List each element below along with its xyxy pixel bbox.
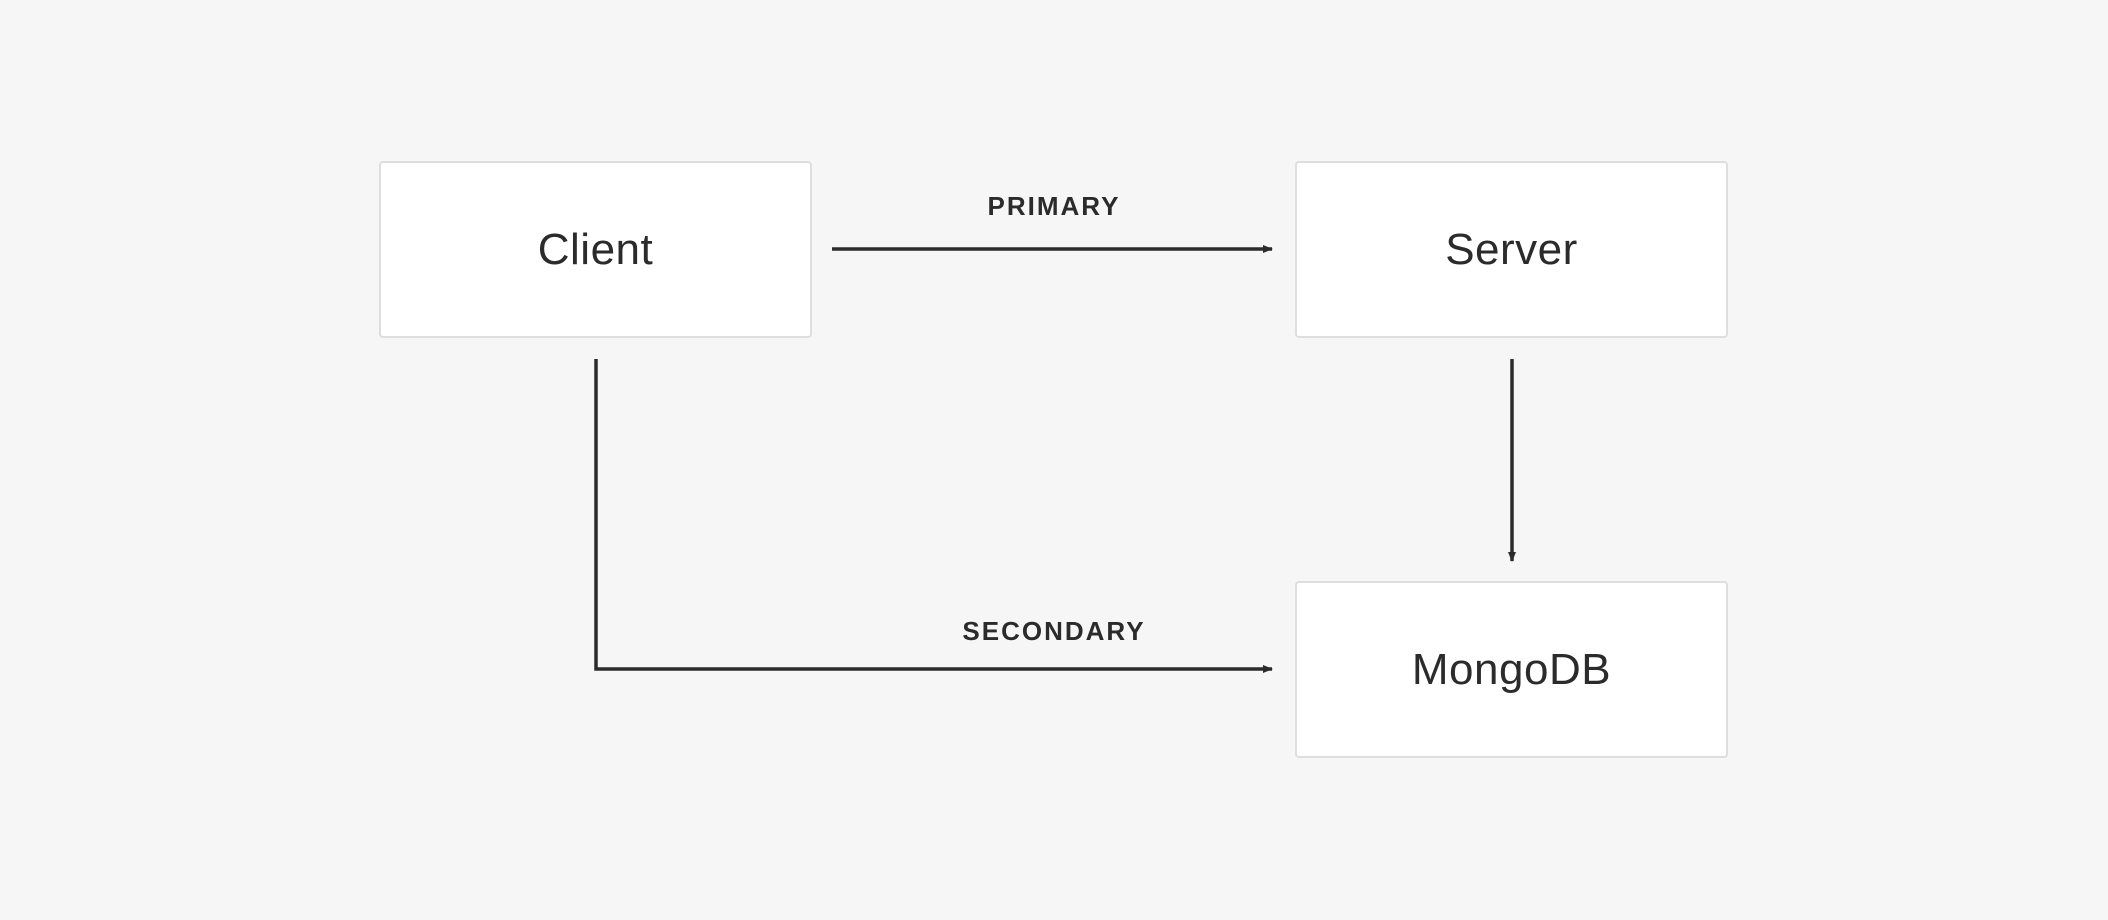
client-node-label: Client <box>537 224 654 274</box>
secondary-arrow <box>594 359 1273 673</box>
secondary-edge-label: SECONDARY <box>962 616 1146 646</box>
server-node: Server <box>1295 161 1728 338</box>
primary-edge-label: PRIMARY <box>987 191 1121 221</box>
mongodb-node-label: MongoDB <box>1411 644 1612 694</box>
client-node: Client <box>379 161 812 338</box>
server-node-label: Server <box>1445 224 1578 274</box>
mongodb-node: MongoDB <box>1295 581 1728 758</box>
